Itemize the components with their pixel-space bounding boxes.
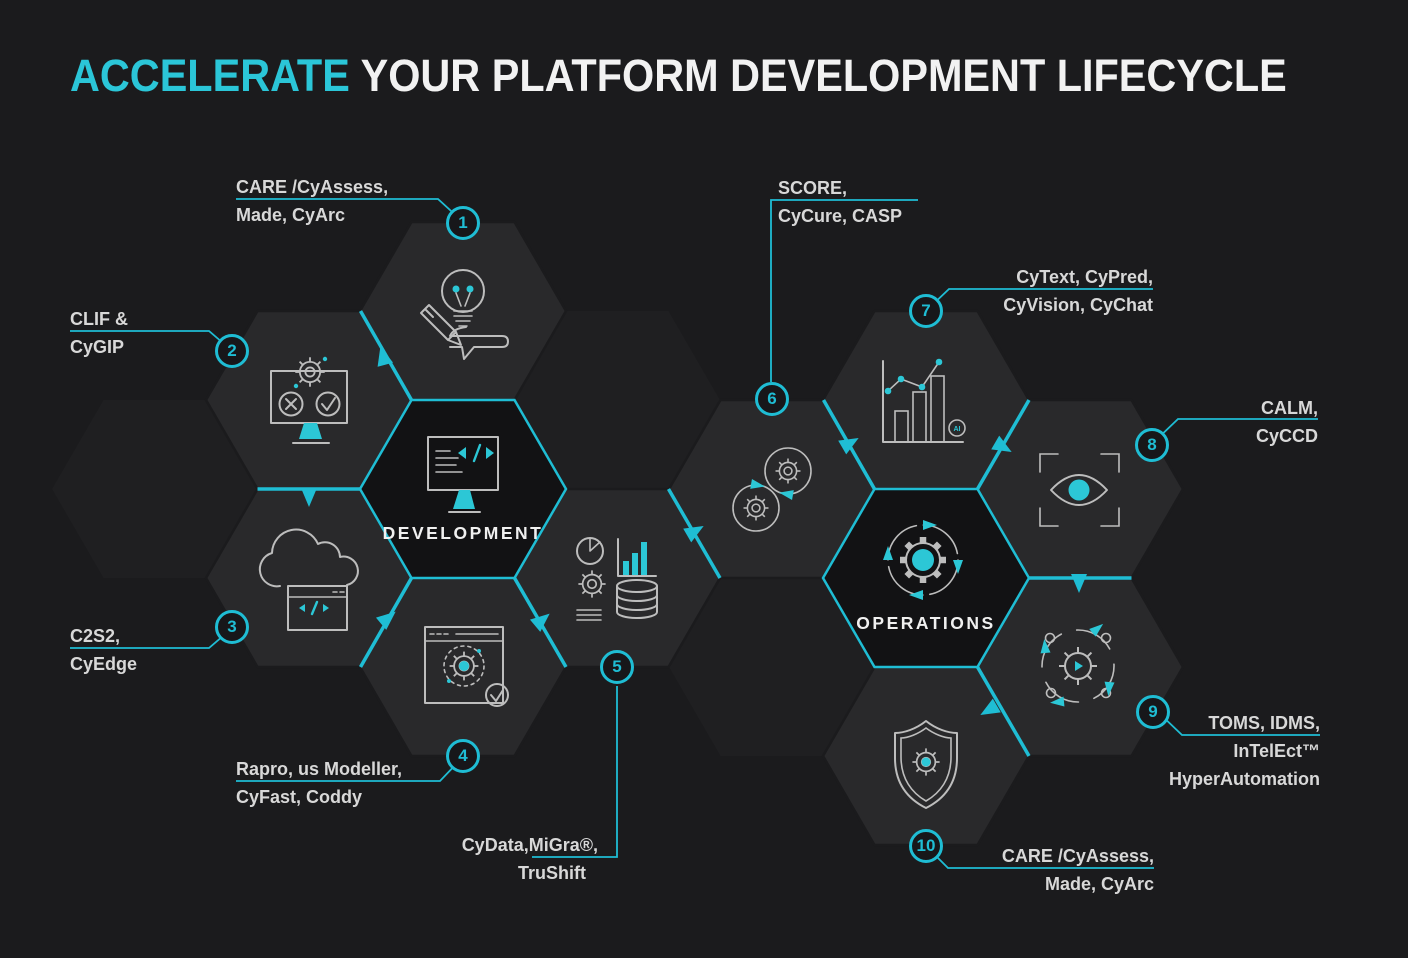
step-marker-3: 3 (215, 610, 249, 644)
callout-text: C2S2, (70, 626, 121, 646)
callout-text: InTelEct™ (1233, 741, 1320, 761)
step-marker-10: 10 (909, 829, 943, 863)
step-marker-5: 5 (600, 650, 634, 684)
page-title-rest: YOUR PLATFORM DEVELOPMENT LIFECYCLE (349, 50, 1287, 101)
step-marker-1: 1 (446, 206, 480, 240)
callout-text: CyEdge (70, 654, 138, 674)
ai-badge: AI (954, 426, 961, 433)
background-hexagon (514, 311, 720, 489)
callout-text: TOMS, IDMS, (1208, 713, 1320, 733)
callout-label-7: CyText, CyPred, CyVision, CyChat (913, 266, 1153, 316)
devops-loop-icon (732, 447, 812, 532)
step-marker-2: 2 (215, 334, 249, 368)
operations-label: OPERATIONS (856, 613, 996, 633)
page-title-accent: ACCELERATE (70, 50, 350, 101)
callout-text: CyData,MiGra®, (461, 835, 598, 855)
ai-chart-icon: AI (882, 358, 966, 443)
callout-label-10: CARE /CyAssess, Made, CyArc (934, 845, 1154, 895)
callout-text: CLIF & (70, 309, 128, 329)
callout-text: CyFast, Coddy (236, 787, 363, 807)
flow-edge-9-10 (975, 666, 1031, 757)
callout-label-2: CLIF & CyGIP (70, 308, 128, 358)
callout-text: CyCure, CASP (778, 206, 903, 226)
automation-icon (1039, 620, 1115, 708)
callout-text: CyText, CyPred, (1016, 267, 1153, 287)
callout-text: CyVision, CyChat (1003, 295, 1153, 315)
callout-label-3: C2S2, CyEdge (70, 625, 137, 675)
callout-line-5 (532, 686, 618, 858)
callout-text: CARE /CyAssess, (1001, 846, 1154, 866)
callout-text: Made, CyArc (1044, 874, 1154, 894)
callout-label-5: CyData,MiGra®, TruShift (398, 834, 598, 884)
security-shield-icon (894, 720, 958, 809)
data-analytics-icon (576, 537, 658, 621)
operations-icon (883, 520, 963, 600)
background-hexagon (669, 578, 875, 756)
callout-label-6: SCORE, CyCure, CASP (778, 177, 902, 227)
callout-text: CyCCD (1255, 426, 1318, 446)
callout-text: SCORE, (778, 178, 848, 198)
development-icon (427, 436, 499, 513)
step-marker-7: 7 (909, 294, 943, 328)
testing-monitor-icon (270, 356, 348, 444)
callout-label-4: Rapro, us Modeller, CyFast, Coddy (236, 758, 402, 808)
monitoring-eye-icon (1039, 453, 1120, 527)
idea-design-icon (420, 269, 509, 360)
development-label: DEVELOPMENT (382, 523, 544, 543)
callout-line-6 (770, 199, 918, 382)
callout-text: Made, CyArc (236, 205, 346, 225)
callout-text: Rapro, us Modeller, (236, 759, 403, 779)
step-marker-4: 4 (446, 739, 480, 773)
step-marker-9: 9 (1136, 695, 1170, 729)
callout-text: CyGIP (70, 337, 125, 357)
callout-label-8: CALM, CyCCD (1158, 397, 1318, 447)
callout-text: CARE /CyAssess, (236, 177, 389, 197)
callout-label-9: TOMS, IDMS, InTelEct™ HyperAutomation (1100, 712, 1320, 790)
setup-window-icon (424, 626, 509, 707)
step-marker-8: 8 (1135, 428, 1169, 462)
callout-text: CALM, (1261, 398, 1318, 418)
callout-text: TruShift (518, 863, 586, 883)
background-hexagons (52, 311, 875, 756)
page-title: ACCELERATE YOUR PLATFORM DEVELOPMENT LIF… (70, 50, 1287, 102)
cloud-development-icon (258, 528, 359, 631)
step-marker-6: 6 (755, 382, 789, 416)
background-hexagon (52, 400, 258, 578)
callout-label-1: CARE /CyAssess, Made, CyArc (236, 176, 388, 226)
callout-text: HyperAutomation (1168, 769, 1320, 789)
